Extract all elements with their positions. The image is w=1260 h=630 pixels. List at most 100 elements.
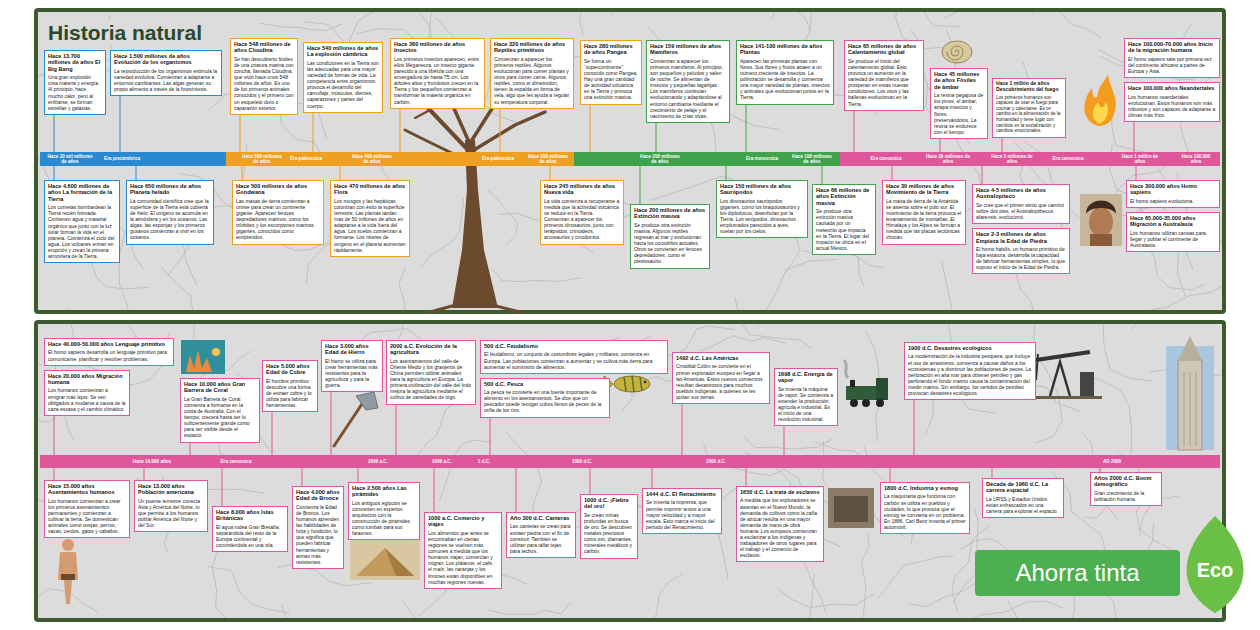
event-heading: Hace 13.000 años Población americana xyxy=(138,483,204,496)
event-box: Hace 159 millones de años MamíferosComie… xyxy=(646,40,730,123)
event-text: La URSS y Estados Unidos están enfrascad… xyxy=(986,496,1060,514)
timeline-bar xyxy=(40,152,226,166)
ground-crack xyxy=(0,310,42,368)
ground-crack xyxy=(851,534,869,630)
timeline-tick xyxy=(400,109,401,152)
event-text: Las canteras se crean para extraer piedr… xyxy=(510,523,572,553)
event-heading: 1000 d.C. ¡Fiebre del oro! xyxy=(584,497,634,510)
timeline-label: Era cenozoica xyxy=(214,459,258,464)
skyscraper-picture xyxy=(1184,372,1196,446)
event-heading: Hace 1 millón de años Descubrimiento del… xyxy=(996,81,1062,93)
event-box: Hace 470 millones de años FloraLos musgo… xyxy=(330,180,410,257)
ground-crack xyxy=(403,601,478,630)
watermark-text: Ahorra tinta xyxy=(1015,560,1139,586)
slave-trade-picture xyxy=(834,496,868,522)
event-box: Hace 4.000 años Edad de BronceComienza l… xyxy=(292,486,344,569)
timeline-label: Era precámbrica xyxy=(100,156,144,161)
event-heading: Año 300 d.C. Canteras xyxy=(510,515,572,521)
event-heading: Años 2000 d.C. Boom demográfico xyxy=(1094,475,1158,488)
event-box: Hace 141-100 millones de años PlantasApa… xyxy=(736,40,834,105)
event-heading: Hace 10.000 años Gran Barrera de Coral xyxy=(184,381,256,394)
oil-pump-picture xyxy=(1050,362,1070,396)
ground-crack xyxy=(771,0,791,19)
event-heading: 1800 d.C. Industria y esmog xyxy=(884,485,966,491)
event-box: Hace 100.000 años NeandertalesLos humano… xyxy=(1124,82,1220,122)
event-heading: Hace 500 millones de años Gondwana xyxy=(236,183,320,196)
event-text: El hierro se utiliza para crear herramie… xyxy=(325,358,379,388)
timeline-bar xyxy=(574,152,840,166)
event-text: El homo sapiens sale por primera vez del… xyxy=(1128,56,1216,74)
timeline-label: 1500 d.C. xyxy=(696,459,736,464)
timeline-label: Hace 100 millones de años xyxy=(789,154,835,164)
timeline-tick xyxy=(490,418,491,456)
timeline-tick xyxy=(54,468,55,480)
event-heading: 1492 d.C. Las Américas xyxy=(676,355,766,361)
timeline-tick xyxy=(313,113,314,152)
skyscraper-picture xyxy=(1166,346,1214,450)
event-text: El homo sapiens evoluciona. xyxy=(1130,198,1216,204)
event-box: Hace 1.500 millones de años Evolución de… xyxy=(110,50,222,96)
event-text: El hombre primitivo descubre una forma d… xyxy=(266,378,314,408)
event-box: Hace 65 millones de años Calentamiento g… xyxy=(844,40,924,111)
timeline-bar xyxy=(40,152,1220,468)
event-text: La reproducción de los organismos estimu… xyxy=(114,68,218,92)
pyramid-picture xyxy=(350,540,420,580)
event-heading: Hace 65 millones de años Calentamiento g… xyxy=(848,43,920,56)
timeline-tick xyxy=(784,426,785,455)
steam-train-picture xyxy=(876,378,888,400)
oil-pump-picture xyxy=(1036,352,1090,360)
timeline-bar xyxy=(40,455,1220,468)
event-box: Hace 15.000 años Asentamientos humanosLo… xyxy=(44,480,130,538)
event-box: 1900 d.C. Desastres ecológicosLa moderni… xyxy=(904,342,1036,400)
event-heading: Hace 100.000 años Neandertales xyxy=(1128,85,1216,91)
event-text: La resina pegajosa de los pinos, el ámba… xyxy=(934,92,984,135)
axe-picture xyxy=(356,392,378,410)
event-text: El homo sapiens desarrolla un lenguaje p… xyxy=(48,349,170,361)
event-heading: Hace 320 millones de años Reptiles primi… xyxy=(494,41,570,54)
axe-picture xyxy=(334,392,378,446)
skyscraper-picture xyxy=(1166,336,1214,450)
event-heading: Hace 4.000 años Edad de Bronce xyxy=(296,489,340,502)
timeline-tick xyxy=(54,115,55,152)
human-figure-picture xyxy=(61,574,75,580)
event-heading: Hace 300.000 años Homo sapiens xyxy=(1130,183,1216,196)
timeline-label: Hace 30 millones de años xyxy=(925,154,971,164)
timeline-tick xyxy=(992,468,993,478)
timeline-tick xyxy=(892,166,893,180)
timeline-bar xyxy=(840,152,1220,166)
steam-train-picture xyxy=(844,360,848,378)
event-box: Hace 245 millones de años Nueva vidaLa v… xyxy=(540,180,624,245)
event-box: 1000 d.C. ¡Fiebre del oro!Se crean minas… xyxy=(580,494,638,559)
timeline-tick xyxy=(822,166,823,184)
human-figure-picture xyxy=(62,539,74,551)
event-text: Se produce otra extinción masiva causada… xyxy=(816,208,872,251)
event-heading: Hace 3.000 años Edad de Hierro xyxy=(325,343,379,356)
event-heading: 2000 a.C. Evolución de la agricultura xyxy=(390,343,472,356)
event-text: La Gran Barrera de Coral comienza a form… xyxy=(184,396,256,439)
timeline-tick xyxy=(242,166,243,180)
oil-pump-picture xyxy=(1036,354,1038,380)
event-text: Los humanos utilizan canoas para llegar … xyxy=(1130,230,1216,248)
event-box: Hace 548 millones de años CloudinaSe han… xyxy=(230,38,298,115)
event-text: Se forma un “supercontinente” conocido c… xyxy=(584,58,638,101)
event-box: Hace 2.500 años Las pirámidesLos antiguo… xyxy=(348,482,420,540)
ground-crack xyxy=(810,574,820,630)
axe-picture xyxy=(334,398,366,446)
event-box: Hace 280 millones de años Pangea Se forma… xyxy=(580,40,642,105)
event-box: Hace 13.700 millones de años El Big Bang… xyxy=(44,50,106,115)
ground-crack xyxy=(282,605,335,630)
tree-illustration xyxy=(474,112,545,150)
ground-crack xyxy=(1030,0,1102,38)
timeline-label: Hace 500 millones de años xyxy=(239,154,285,164)
timeline-tick xyxy=(136,166,137,180)
timeline-tick xyxy=(358,468,359,482)
event-text: A medida que los exploradores se asienta… xyxy=(740,497,820,558)
timeline-tick xyxy=(1136,166,1137,180)
event-heading: 500 d.C. Feudalismo xyxy=(484,343,664,349)
slave-trade-picture xyxy=(828,488,874,528)
timeline-tick xyxy=(854,111,855,152)
event-heading: Hace 280 millones de años Pangea xyxy=(584,43,638,56)
timeline-tick xyxy=(54,166,55,180)
coral-photo xyxy=(181,340,225,374)
